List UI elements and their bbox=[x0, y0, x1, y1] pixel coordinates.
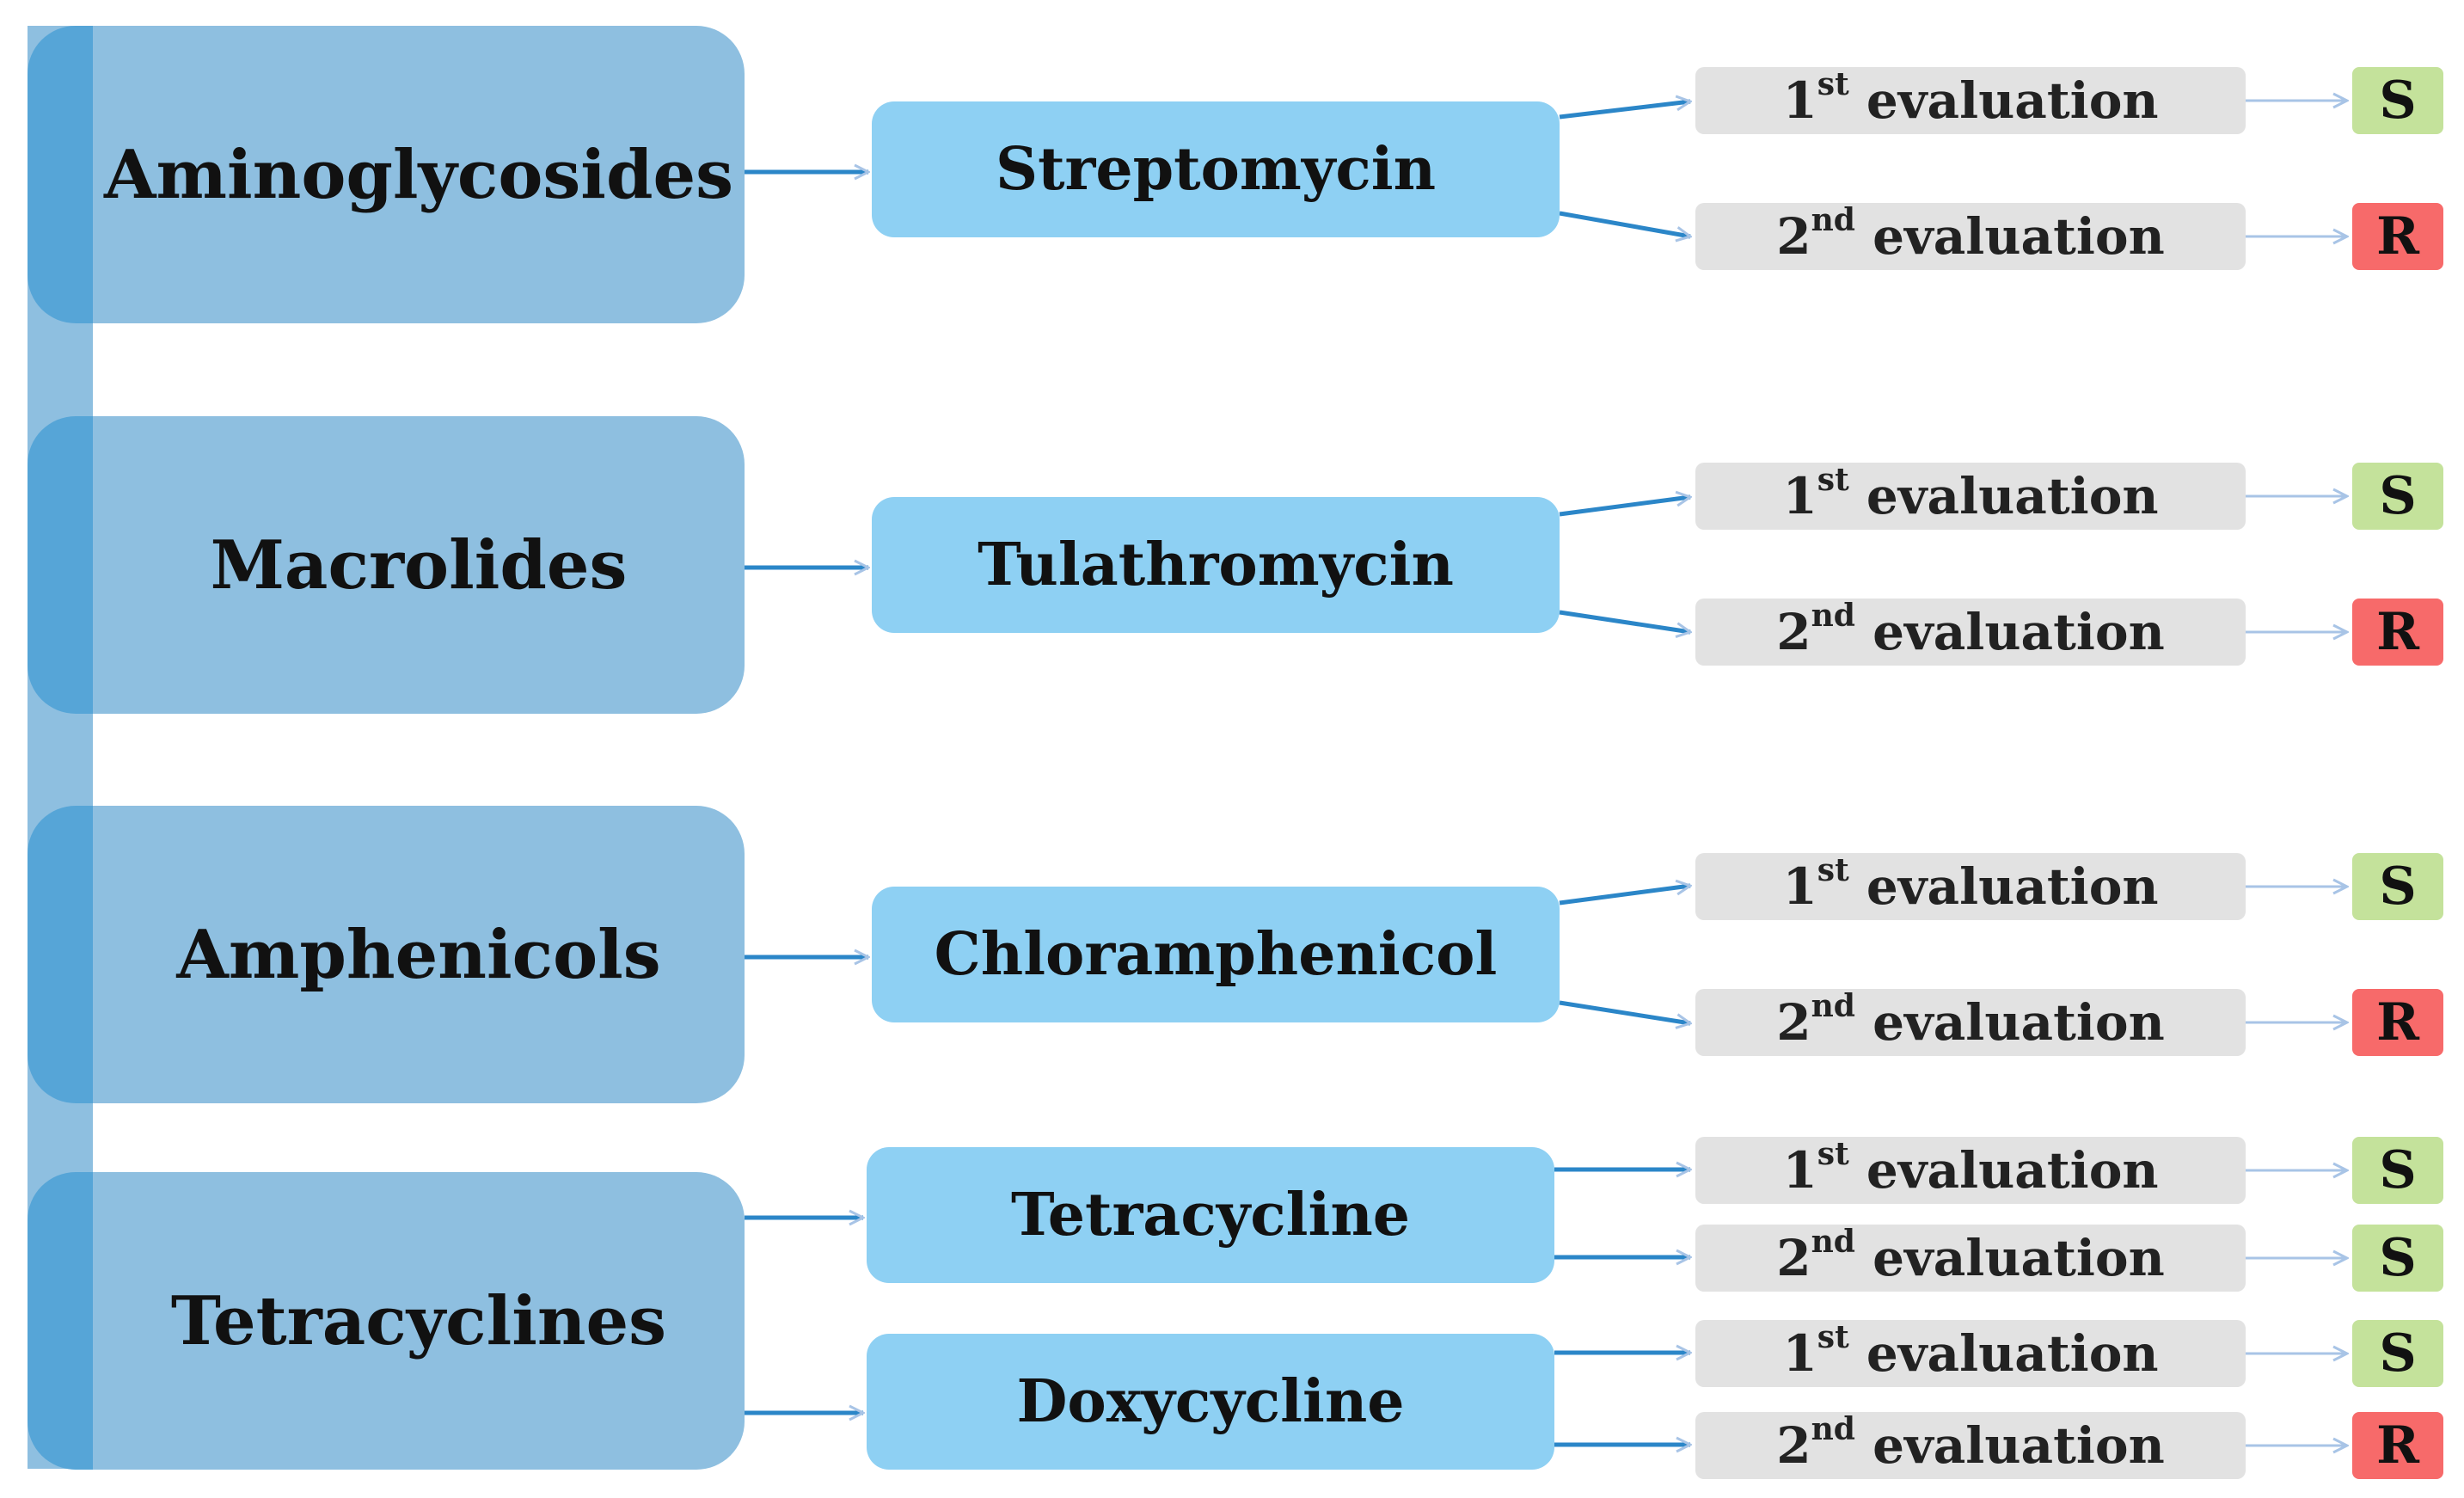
drug-box-tulathromycin: Tulathromycin bbox=[872, 497, 1560, 633]
evaluation-label: 2nd evaluation bbox=[1776, 598, 2165, 661]
result-badge: R bbox=[2352, 989, 2443, 1056]
arrow-right-icon bbox=[1559, 211, 1690, 236]
drug-label: Chloramphenicol bbox=[934, 920, 1498, 989]
arrow-right-icon bbox=[1559, 101, 1690, 120]
class-box-tetracyclines: Tetracyclines bbox=[28, 1172, 745, 1470]
result-badge: S bbox=[2352, 853, 2443, 920]
evaluation-label: 2nd evaluation bbox=[1776, 988, 2165, 1052]
result-badge: S bbox=[2352, 463, 2443, 530]
class-label: Aminoglycosides bbox=[103, 135, 734, 214]
evaluation-label: 2nd evaluation bbox=[1776, 202, 2165, 266]
result-badge: R bbox=[2352, 599, 2443, 666]
evaluation-label: 1st evaluation bbox=[1782, 66, 2159, 130]
evaluation-label: 1st evaluation bbox=[1782, 1136, 2159, 1200]
evaluation-label: 2nd evaluation bbox=[1776, 1411, 2165, 1475]
evaluation-box: 2nd evaluation bbox=[1695, 598, 2246, 666]
class-label: Tetracyclines bbox=[170, 1281, 667, 1360]
class-label: Amphenicols bbox=[176, 915, 661, 994]
evaluation-box: 2nd evaluation bbox=[1695, 202, 2246, 270]
class-strip bbox=[28, 806, 93, 1103]
drug-box-doxycycline: Doxycycline bbox=[867, 1334, 1554, 1470]
class-box-macrolides: Macrolides bbox=[28, 416, 745, 714]
arrow-right-icon bbox=[1559, 610, 1690, 632]
evaluation-label: 1st evaluation bbox=[1782, 852, 2159, 916]
result-badge: R bbox=[2352, 203, 2443, 270]
result-badge: S bbox=[2352, 1137, 2443, 1204]
class-box-aminoglycosides: Aminoglycosides bbox=[28, 26, 745, 323]
arrow-right-icon bbox=[1559, 497, 1690, 517]
drug-label: Streptomycin bbox=[995, 135, 1437, 204]
result-badge: R bbox=[2352, 1412, 2443, 1479]
evaluation-box: 2nd evaluation bbox=[1695, 988, 2246, 1056]
drug-box-tetracycline: Tetracycline bbox=[867, 1147, 1554, 1283]
evaluation-box: 2nd evaluation bbox=[1695, 1411, 2246, 1479]
class-label: Macrolides bbox=[210, 525, 628, 605]
evaluation-box: 2nd evaluation bbox=[1695, 1224, 2246, 1292]
arrow-right-icon bbox=[1559, 1000, 1690, 1023]
evaluation-box: 1st evaluation bbox=[1695, 66, 2246, 134]
class-strip bbox=[28, 1172, 93, 1470]
evaluation-box: 1st evaluation bbox=[1695, 1319, 2246, 1387]
drug-label: Tulathromycin bbox=[978, 531, 1454, 599]
class-strip bbox=[28, 416, 93, 714]
drug-box-chloramphenicol: Chloramphenicol bbox=[872, 887, 1560, 1022]
evaluation-box: 1st evaluation bbox=[1695, 1136, 2246, 1204]
result-badge: S bbox=[2352, 1225, 2443, 1292]
evaluation-label: 2nd evaluation bbox=[1776, 1224, 2165, 1287]
evaluation-label: 1st evaluation bbox=[1782, 1319, 2159, 1383]
drug-box-streptomycin: Streptomycin bbox=[872, 101, 1560, 237]
result-badge: S bbox=[2352, 67, 2443, 134]
evaluation-box: 1st evaluation bbox=[1695, 852, 2246, 920]
result-badge: S bbox=[2352, 1320, 2443, 1387]
drug-label: Tetracycline bbox=[1010, 1181, 1411, 1249]
evaluation-box: 1st evaluation bbox=[1695, 462, 2246, 530]
class-box-amphenicols: Amphenicols bbox=[28, 806, 745, 1103]
evaluation-label: 1st evaluation bbox=[1782, 462, 2159, 525]
drug-label: Doxycycline bbox=[1016, 1367, 1405, 1436]
class-strip bbox=[28, 26, 93, 323]
arrow-right-icon bbox=[1559, 886, 1690, 906]
